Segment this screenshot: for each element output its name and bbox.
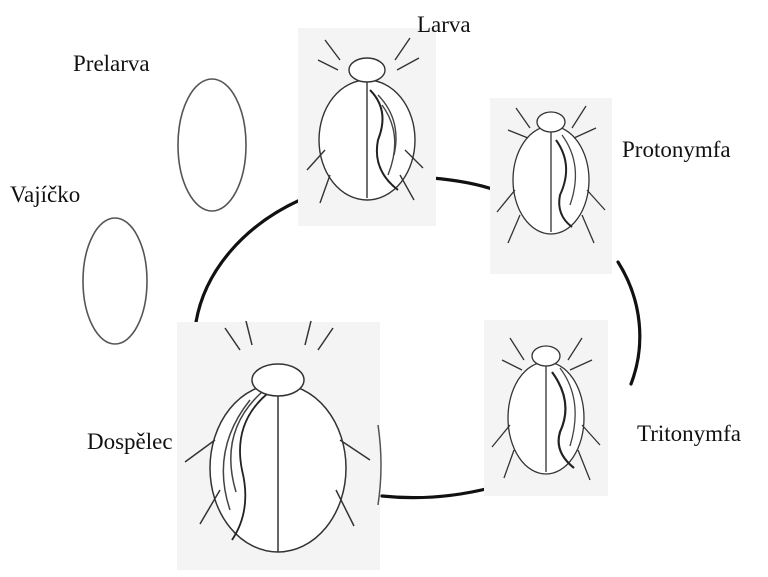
dospelec-drawing <box>177 321 381 570</box>
label-protonymfa: Protonymfa <box>622 138 731 161</box>
larva-drawing <box>298 28 436 226</box>
label-dospelec: Dospělec <box>87 430 173 453</box>
arc-adult-to-larva <box>196 200 300 322</box>
egg-vajicko-drawing <box>83 218 147 344</box>
protonymfa-drawing <box>490 98 612 274</box>
egg-prelarva-drawing <box>178 79 246 211</box>
arc-protonymph-to-tritonymph <box>618 262 640 384</box>
label-tritonymfa: Tritonymfa <box>637 422 741 445</box>
tritonymfa-drawing <box>484 320 608 496</box>
arc-tritonymph-to-adult <box>382 488 490 498</box>
label-prelarva: Prelarva <box>73 52 150 75</box>
label-vajicko: Vajíčko <box>10 183 80 206</box>
arc-larva-to-protonymph <box>432 178 495 190</box>
label-larva: Larva <box>417 13 471 36</box>
